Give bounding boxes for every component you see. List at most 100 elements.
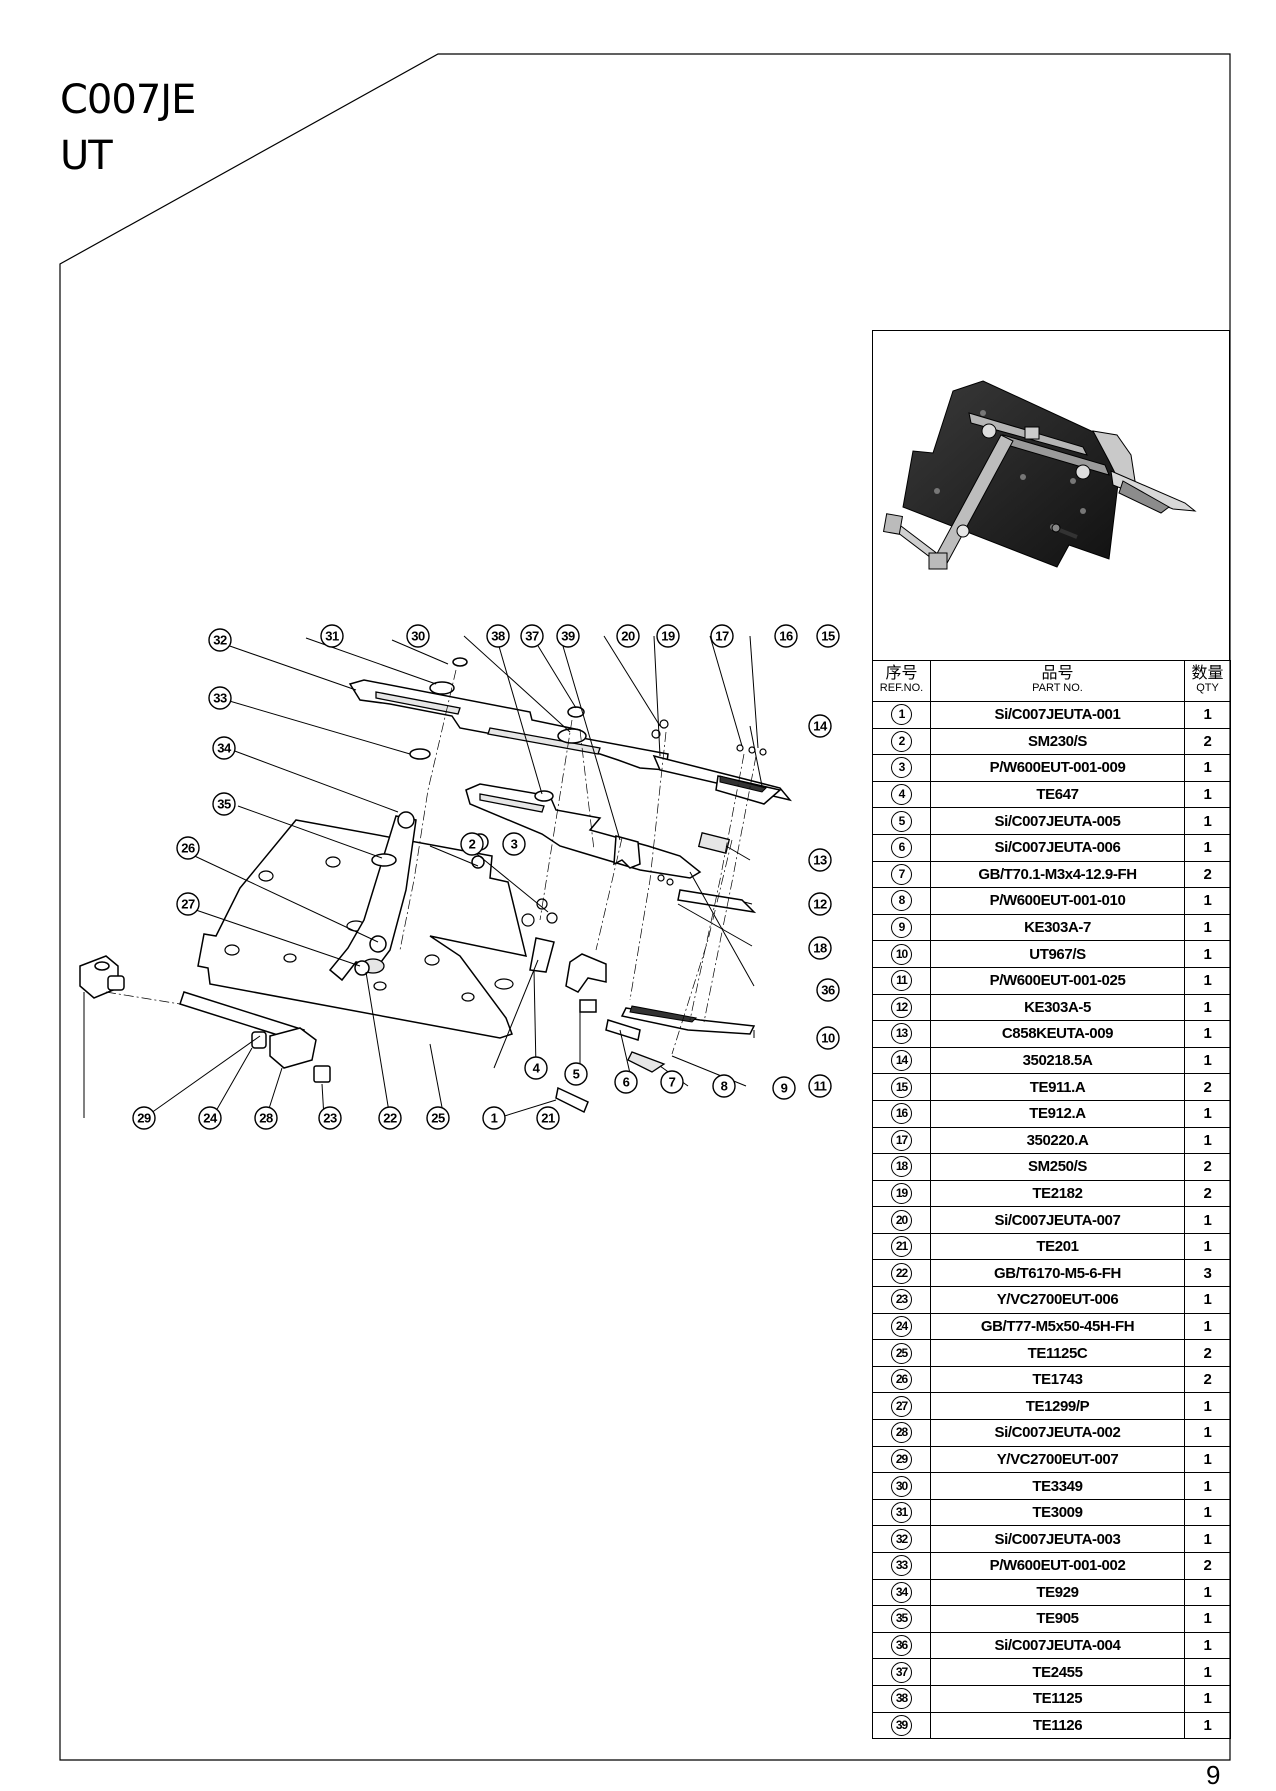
leader-lines [83,635,763,1119]
qty-header-zh: 数量 [1191,665,1224,682]
qty-cell: 1 [1184,1525,1231,1553]
callout-circle [482,1106,506,1130]
callout-circle [176,892,200,916]
qty-cell: 2 [1184,1365,1231,1394]
ref-number-circle: 10 [891,943,912,965]
callout-label: 19 [661,629,675,644]
callout-3: 3 [502,832,526,856]
callout-circle [536,1106,560,1130]
part-number-cell: C858KEUTA-009 [930,1020,1185,1048]
callout-label: 14 [813,719,828,734]
link-9 [627,1051,666,1073]
callout-circle [564,1062,588,1086]
callout-circle [176,836,200,860]
part-number-cell: UT967/S [930,940,1185,968]
ref-number-circle: 6 [891,837,912,859]
callout-circle [502,832,526,856]
callout-label: 36 [821,983,835,998]
ref-cell: 31 [872,1498,931,1527]
callout-1: 1 [482,1106,506,1130]
callout-label: 31 [325,629,339,644]
callout-8: 8 [712,1074,736,1098]
ref-cell: 13 [872,1020,931,1048]
ref-cell: 39 [872,1711,931,1740]
model-title: C007JE [60,77,196,123]
page-number: 9 [1206,1760,1221,1790]
callout-23: 23 [318,1106,342,1130]
part-number-cell: TE911.A [930,1073,1185,1101]
callout-circle [808,714,832,738]
ref-cell: 37 [872,1658,931,1686]
callout-24: 24 [198,1106,222,1130]
qty-cell: 2 [1184,1073,1231,1101]
ref-header-zh: 序号 [885,665,918,682]
callout-label: 3 [511,837,518,852]
qty-cell: 1 [1184,1206,1231,1234]
part-header-zh: 品号 [1041,665,1074,682]
ref-number-circle: 14 [891,1050,912,1072]
callout-circle [426,1106,450,1130]
ref-number-circle: 31 [891,1502,912,1524]
ref-number-circle: 5 [891,810,912,832]
ref-number-circle: 32 [891,1528,912,1550]
qty-cell: 2 [1184,1552,1231,1580]
spacer-block [697,832,731,854]
callout-16: 16 [774,624,798,648]
qty-cell: 1 [1184,1711,1231,1740]
ref-column-header: 序号 REF.NO. [872,660,931,702]
callout-34: 34 [212,736,236,760]
ref-number-circle: 20 [891,1209,912,1231]
ref-number-circle: 39 [891,1714,912,1736]
callout-label: 15 [821,629,835,644]
callout-circle [616,624,640,648]
callout-label: 1 [491,1111,498,1126]
top-plate [348,679,669,771]
part-number-cell: Si/C007JEUTA-002 [930,1419,1185,1447]
part-number-cell: 350218.5A [930,1046,1185,1075]
ref-cell: 16 [872,1099,931,1128]
part-number-cell: TE2455 [930,1658,1185,1686]
part-column-header: 品号 PART NO. [930,660,1185,702]
callout-label: 2 [469,837,476,852]
ref-cell: 33 [872,1552,931,1580]
screw-34 [397,811,415,829]
callout-14: 14 [808,714,832,738]
part-number-cell: KE303A-7 [930,913,1185,942]
screw-30 [452,657,468,667]
callout-29: 29 [132,1106,156,1130]
callout-33: 33 [208,686,232,710]
qty-cell: 1 [1184,1099,1231,1128]
callout-label: 27 [181,897,195,912]
ref-number-circle: 2 [891,730,912,752]
callout-17: 17 [710,624,734,648]
ref-cell: 9 [872,913,931,942]
qty-cell: 1 [1184,1046,1231,1075]
ref-number-circle: 37 [891,1661,912,1683]
ref-cell: 8 [872,887,931,915]
qty-cell: 1 [1184,1631,1231,1660]
callout-26: 26 [176,836,200,860]
callout-circle [808,848,832,872]
ref-number-circle: 35 [891,1608,912,1630]
part-number-cell: Si/C007JEUTA-003 [930,1525,1185,1553]
callout-label: 30 [411,629,425,644]
callout-label: 37 [525,629,539,644]
callout-circle [198,1106,222,1130]
qty-cell: 1 [1184,1658,1231,1686]
ref-cell: 19 [872,1179,931,1208]
callout-circle [656,624,680,648]
assembly-photo [872,330,1230,661]
qty-cell: 2 [1184,727,1231,756]
